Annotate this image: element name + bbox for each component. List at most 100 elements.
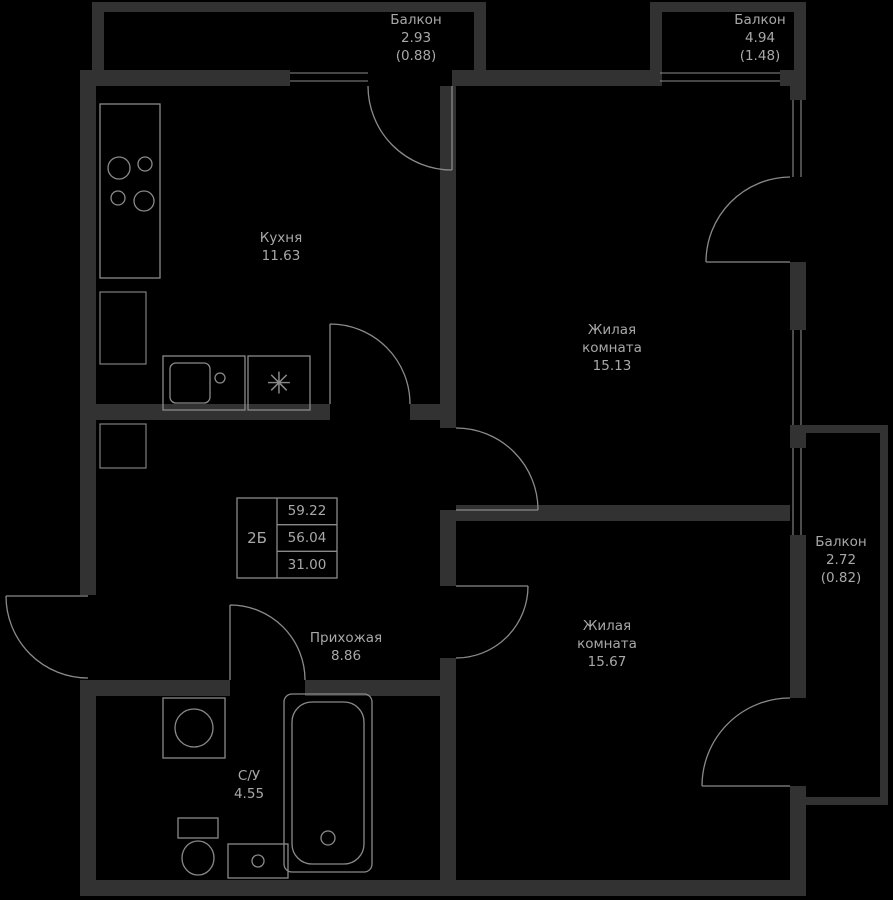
burner-icon <box>137 156 153 172</box>
kitchen-door-arc <box>329 323 411 405</box>
living1-top-window <box>660 72 780 82</box>
room-name: Балкон <box>390 12 441 28</box>
room-area: 15.13 <box>593 358 632 374</box>
wall-right-3 <box>790 425 806 448</box>
doors <box>5 85 791 787</box>
balcony-r-door-arc <box>701 697 791 787</box>
washer-drum <box>174 708 214 748</box>
label-balcony-top-left: Балкон 2.93 (0.88) <box>390 12 441 64</box>
label-living-room-1: Жилая комната 15.13 <box>582 322 642 374</box>
balcony-tl-wall-left <box>92 2 104 70</box>
drain-icon <box>320 830 336 846</box>
bathroom-sink-icon <box>227 843 289 879</box>
wall-hall-right-1 <box>440 420 456 428</box>
faucet-icon <box>214 372 226 384</box>
outer-walls <box>80 70 806 896</box>
bathtub-icon <box>283 693 373 873</box>
washing-machine-icon <box>162 697 226 759</box>
room-name: Балкон <box>815 534 866 550</box>
windows <box>290 72 802 535</box>
interior-walls <box>96 86 790 896</box>
unit-info-box: 2Б 59.22 56.04 31.00 <box>236 497 338 579</box>
bathtub-outer <box>283 693 373 873</box>
right-wall-window-1 <box>792 100 802 177</box>
kitchen-fixtures: ✳ <box>99 103 311 469</box>
label-living-room-2: Жилая комната 15.67 <box>577 618 637 670</box>
toilet-tank <box>177 817 219 839</box>
room-name: Прихожая <box>310 630 382 646</box>
unit-area-living: 31.00 <box>288 557 327 573</box>
unit-area-total: 59.22 <box>288 503 327 519</box>
wall-top-mid <box>452 70 660 86</box>
unit-area-reduced: 56.04 <box>288 530 327 546</box>
balcony-tl-wall-top <box>92 2 486 12</box>
bathroom-fixtures <box>162 693 373 879</box>
room-area: 8.86 <box>331 648 361 664</box>
toilet-icon <box>177 817 219 876</box>
room-name: Балкон <box>734 12 785 28</box>
wall-left-lower <box>80 680 96 896</box>
wall-hall-right-2 <box>440 510 456 586</box>
balcony-r-wall-bottom <box>806 797 888 805</box>
living1-right-window <box>792 330 802 425</box>
wall-hall-bath-right <box>305 680 456 696</box>
room-area-reduced: (1.48) <box>740 48 781 64</box>
room-area: 4.55 <box>234 786 264 802</box>
sink-bowl <box>169 362 211 404</box>
wall-right-2 <box>790 262 806 330</box>
kitchen-sink-icon <box>162 355 246 411</box>
bathroom-door-arc <box>229 604 306 681</box>
label-balcony-top-right: Балкон 4.94 (1.48) <box>734 12 785 64</box>
label-kitchen: Кухня 11.63 <box>260 230 303 264</box>
sink-cabinet <box>162 355 246 411</box>
room-name-line2: комната <box>582 340 642 356</box>
balcony-tr-door-arc <box>705 176 791 263</box>
room-area: 15.67 <box>588 654 627 670</box>
room-area: 4.94 <box>745 30 775 46</box>
wall-left-upper <box>80 70 96 595</box>
room-name-line2: комната <box>577 636 637 652</box>
unit-type-label: 2Б <box>247 529 267 547</box>
appliance-box <box>247 355 311 411</box>
room-name: Кухня <box>260 230 303 246</box>
living2-door-arc <box>455 585 529 659</box>
balcony-r-wall-right <box>880 425 888 805</box>
washer-body <box>162 697 226 759</box>
kitchen-window <box>290 72 368 82</box>
wall-hall-right-3 <box>440 658 456 896</box>
wall-living-divider <box>456 505 790 521</box>
sink-drain <box>251 854 265 868</box>
room-name-line1: Жилая <box>588 322 636 338</box>
room-area-reduced: (0.82) <box>821 570 862 586</box>
room-area: 2.93 <box>401 30 431 46</box>
room-area-reduced: (0.88) <box>396 48 437 64</box>
wall-right-4 <box>790 535 806 698</box>
kitchen-balcony-door-arc <box>367 85 453 171</box>
label-bathroom: С/У 4.55 <box>234 768 264 802</box>
info-box-dividers <box>276 498 337 578</box>
living1-door-arc <box>455 427 539 511</box>
shaft-upper <box>99 291 147 365</box>
room-name: С/У <box>238 768 260 784</box>
label-hallway: Прихожая 8.86 <box>310 630 382 664</box>
burner-icon <box>110 190 126 206</box>
room-labels: Балкон 2.93 (0.88) Балкон 4.94 (1.48) Ку… <box>234 12 867 802</box>
room-area: 2.72 <box>826 552 856 568</box>
balcony-tl-wall-right <box>474 2 486 86</box>
bathtub-inner <box>291 701 365 865</box>
living2-right-window <box>792 448 802 535</box>
room-area: 11.63 <box>262 248 301 264</box>
wall-kitchen-hall-left <box>96 404 330 420</box>
info-box-border <box>236 497 338 579</box>
wall-right-1 <box>790 70 806 100</box>
sink-cabinet <box>227 843 289 879</box>
toilet-bowl <box>181 840 215 876</box>
label-balcony-right: Балкон 2.72 (0.82) <box>815 534 866 586</box>
wall-kitchen-right <box>440 86 456 404</box>
shaft-lower <box>99 423 147 469</box>
wall-hall-bath-left <box>96 680 230 696</box>
balcony-walls <box>92 2 888 805</box>
balcony-tr-wall-top <box>650 2 806 12</box>
burner-icon <box>133 190 155 212</box>
